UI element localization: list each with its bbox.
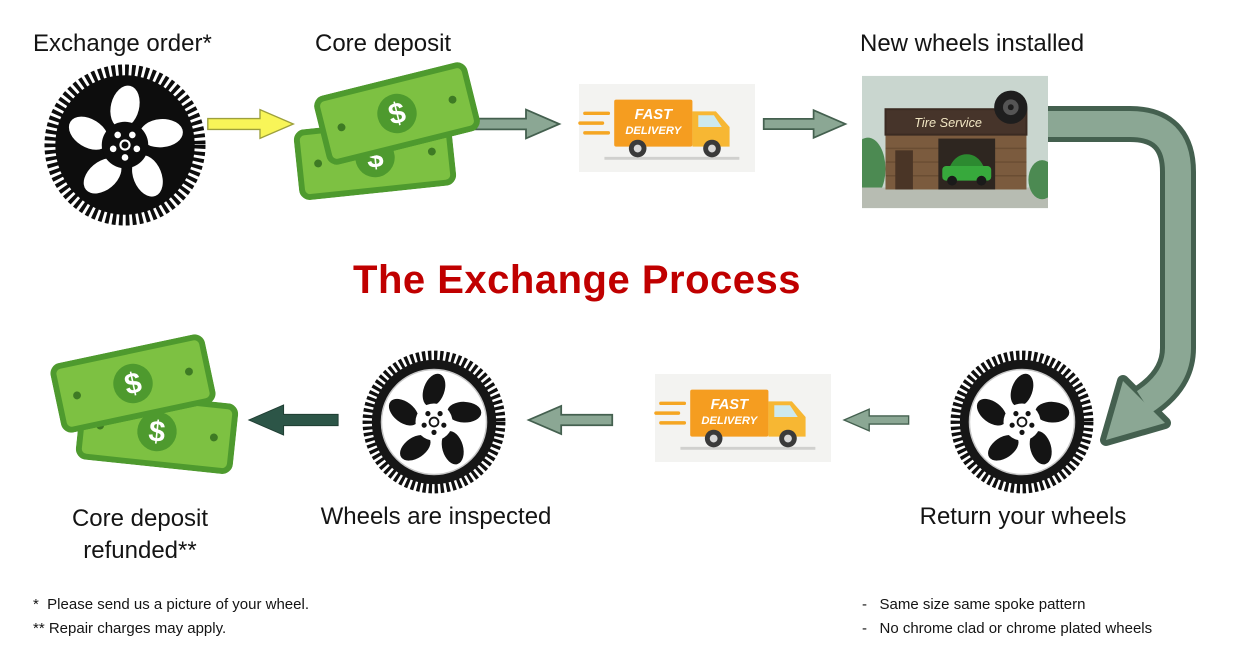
footnote-picture-of-wheel: * Please send us a picture of your wheel… xyxy=(33,596,309,613)
label-core-deposit-refunded: Core deposit refunded** xyxy=(72,503,208,568)
arrow-right-green-icon xyxy=(472,108,562,140)
arrow-right-green-icon xyxy=(762,108,848,140)
delivery-truck-icon: FAST DELIVERY xyxy=(654,374,831,462)
svg-text:DELIVERY: DELIVERY xyxy=(625,125,682,137)
svg-text:DELIVERY: DELIVERY xyxy=(701,415,758,427)
dollar-bill-front-icon: $ xyxy=(314,62,480,165)
label-exchange-order: Exchange order* xyxy=(33,30,212,57)
silver-wheel-icon xyxy=(950,350,1094,494)
curved-arrow-down-icon xyxy=(1040,106,1196,446)
diagram-title: The Exchange Process xyxy=(353,258,801,302)
footnote-same-size: - Same size same spoke pattern xyxy=(862,596,1086,613)
svg-text:$: $ xyxy=(147,415,167,450)
label-new-wheels-installed: New wheels installed xyxy=(860,30,1085,57)
label-wheels-are-inspected: Wheels are inspected xyxy=(320,503,552,530)
footnote-repair-charges: ** Repair charges may apply. xyxy=(33,620,227,637)
label-core-deposit: Core deposit xyxy=(315,30,452,57)
dollar-bill-front-icon: $ xyxy=(50,334,216,433)
delivery-truck-icon: FAST DELIVERY xyxy=(578,84,755,172)
svg-text:$: $ xyxy=(122,366,145,402)
core-deposit-money-icon: $ $ xyxy=(293,62,480,204)
svg-text:FAST: FAST xyxy=(711,397,750,413)
refund-money-icon: $ $ xyxy=(50,334,239,480)
label-core-deposit-refunded-line1: Core deposit xyxy=(71,505,209,532)
label-return-your-wheels: Return your wheels xyxy=(919,503,1127,530)
arrow-left-dark-green-icon xyxy=(247,404,339,436)
arrow-right-yellow-icon xyxy=(207,108,296,140)
tire-service-shop-icon: Tire Service xyxy=(862,75,1048,209)
footnotes-right: - Same size same spoke pattern - No chro… xyxy=(862,593,1152,641)
arrow-left-green-icon xyxy=(842,408,910,432)
shop-sign-text: Tire Service xyxy=(914,115,982,130)
footnotes-left: * Please send us a picture of your wheel… xyxy=(33,593,309,641)
label-core-deposit-refunded-line2: refunded** xyxy=(83,537,197,565)
footnote-no-chrome: - No chrome clad or chrome plated wheels xyxy=(862,620,1153,637)
svg-text:FAST: FAST xyxy=(635,107,674,123)
silver-wheel-icon xyxy=(362,350,506,494)
black-wheel-icon xyxy=(44,64,206,226)
arrow-left-green-icon xyxy=(526,404,614,436)
